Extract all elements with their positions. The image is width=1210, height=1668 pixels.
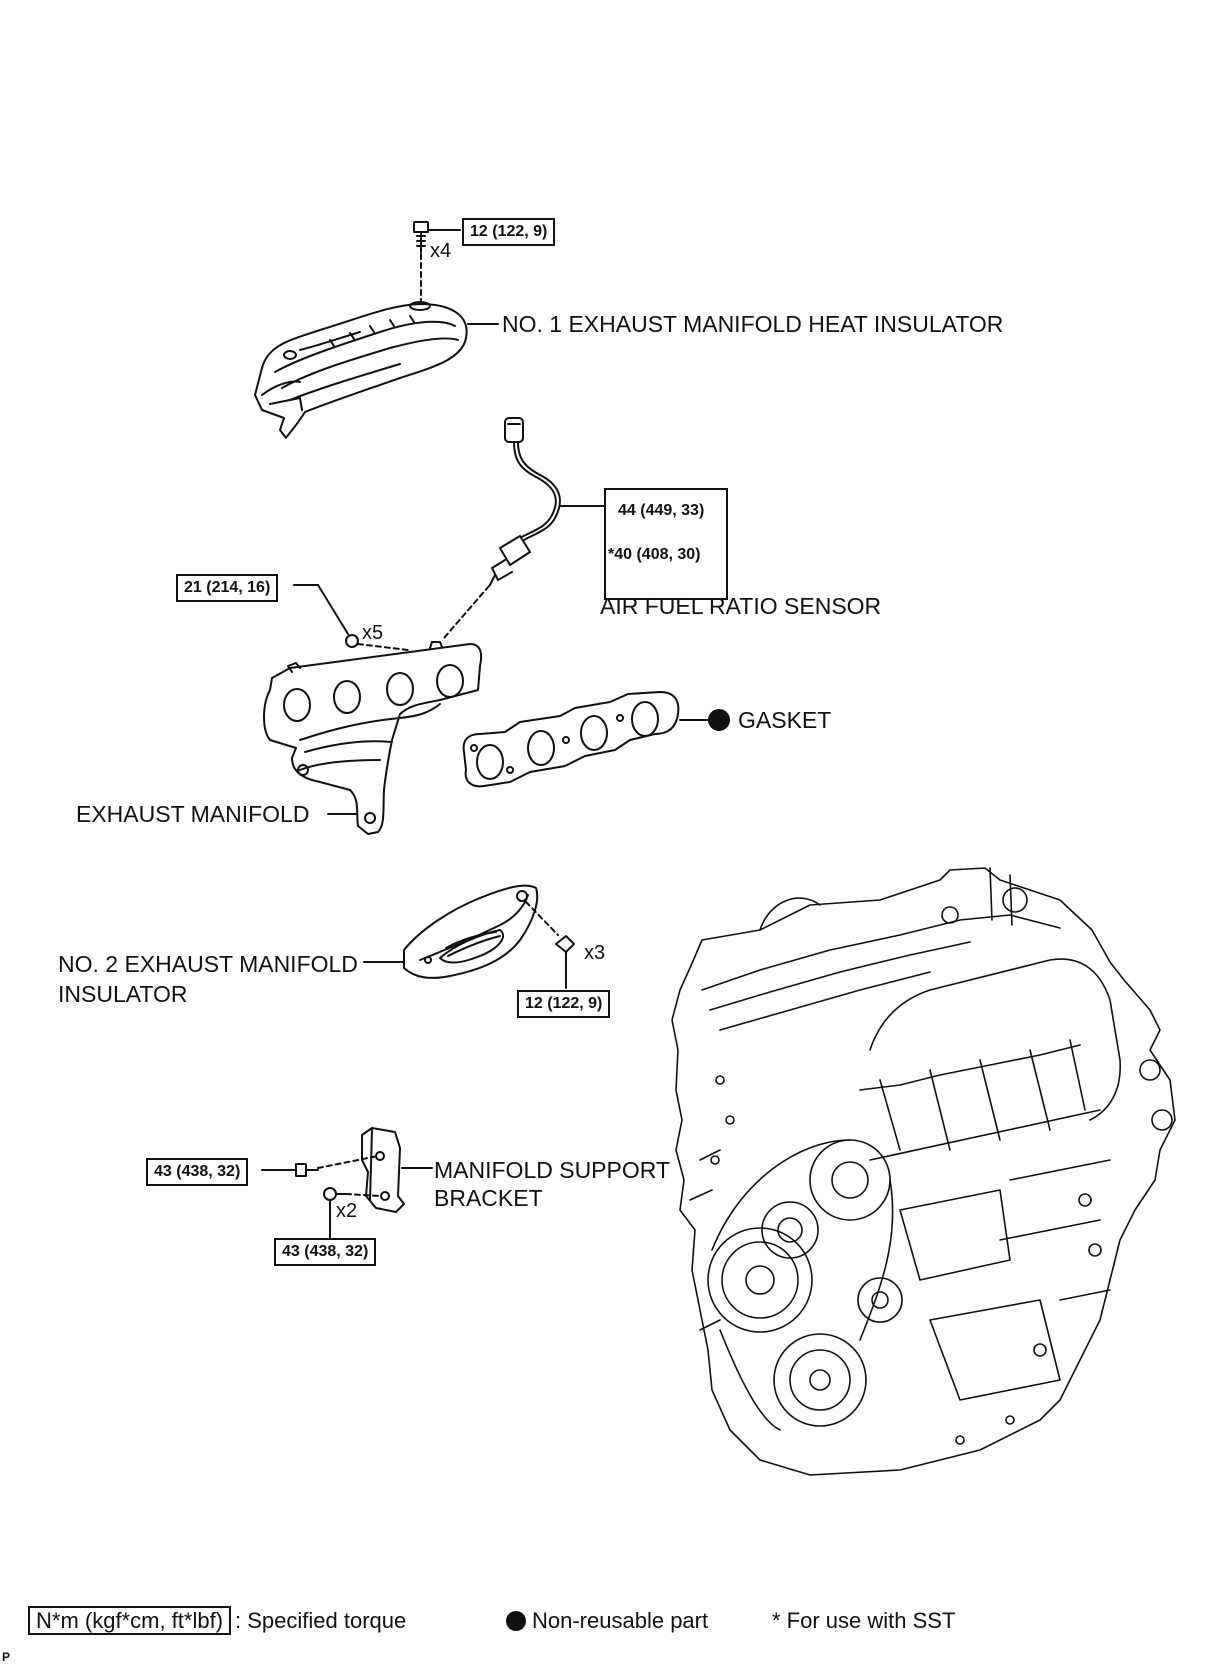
qty-insulator-2-bolts: x3 [584, 942, 606, 964]
label-heat-insulator-1: NO. 1 EXHAUST MANIFOLD HEAT INSULATOR [502, 311, 1004, 337]
footer-mark: P [2, 1650, 11, 1664]
qty-insulator-1-bolts: x4 [430, 240, 452, 262]
label-insulator-2-line2: INSULATOR [58, 981, 188, 1007]
non-reusable-dot-icon [708, 709, 730, 731]
legend-torque-desc: : Specified torque [235, 1608, 407, 1633]
torque-bracket-bolt-b: 43 (438, 32) [274, 1238, 377, 1266]
label-support-bracket-line2: BRACKET [434, 1185, 543, 1211]
heat-insulator-1-shape [254, 301, 468, 439]
gasket-shape [462, 691, 680, 788]
legend-non-reusable: Non-reusable part [506, 1606, 708, 1636]
exhaust-manifold-shape [263, 641, 483, 835]
insulator-2-bolt [555, 935, 575, 989]
legend-sst: * For use with SST [772, 1608, 956, 1633]
legend-torque-unit: N*m (kgf*cm, ft*lbf) [28, 1606, 232, 1635]
torque-af-sensor-box: 44 (449, 33) *40 (408, 30) [604, 488, 728, 600]
torque-af-sensor: 44 (449, 33) [618, 502, 705, 519]
label-support-bracket-line1: MANIFOLD SUPPORT [434, 1157, 670, 1183]
torque-bracket-bolt-a: 43 (438, 32) [146, 1158, 249, 1186]
bracket-bolt-b-dashed-axis [345, 1193, 381, 1197]
bracket-bolt-b [323, 1187, 347, 1201]
label-insulator-2-line1: NO. 2 EXHAUST MANIFOLD [58, 951, 358, 977]
qty-bracket-bolts: x2 [336, 1200, 358, 1222]
torque-af-sensor-sst: *40 (408, 30) [608, 546, 701, 563]
insulator-1-bolt [413, 221, 429, 253]
manifold-nut [345, 634, 359, 648]
insulator-2-dashed-axis [525, 901, 559, 936]
engine-block-shape [671, 867, 1176, 1476]
insulator-2-shape [403, 884, 539, 979]
manifold-nut-leader-d [317, 584, 349, 635]
legend-torque: N*m (kgf*cm, ft*lbf): Specified torque [28, 1606, 406, 1636]
support-bracket-shape [361, 1127, 405, 1213]
legend-dot-icon [506, 1611, 526, 1631]
qty-manifold-nuts: x5 [362, 622, 384, 644]
manifold-nut-dashed-axis [357, 643, 409, 651]
bracket-bolt-a [295, 1163, 319, 1177]
label-exhaust-manifold: EXHAUST MANIFOLD [76, 801, 310, 827]
torque-manifold-nut: 21 (214, 16) [176, 574, 279, 602]
label-gasket: GASKET [738, 707, 832, 733]
af-sensor-shape [489, 417, 561, 586]
legend-non-reusable-text: Non-reusable part [532, 1608, 709, 1633]
torque-insulator-1-bolt: 12 (122, 9) [462, 218, 556, 246]
af-sensor-dashed-axis [443, 585, 490, 639]
label-af-sensor: AIR FUEL RATIO SENSOR [600, 593, 882, 619]
torque-insulator-2-bolt: 12 (122, 9) [517, 990, 611, 1018]
bracket-bolt-a-dashed-axis [317, 1155, 379, 1169]
